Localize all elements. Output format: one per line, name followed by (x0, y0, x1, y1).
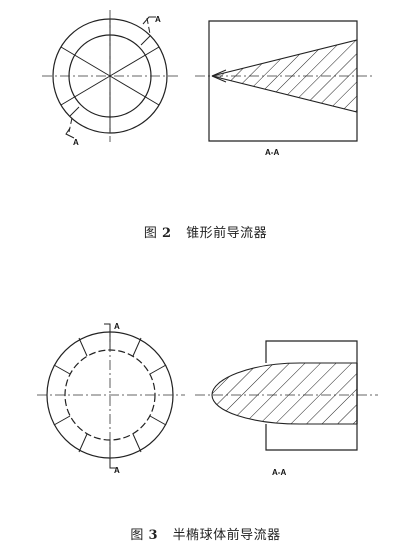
figure-2-caption-prefix: 图 (143, 226, 158, 241)
figure-2-drawing: A A A-A (0, 0, 411, 157)
fig3-ellipsoid-hatched (212, 363, 357, 424)
figure-2-caption-title: 锥形前导流器 (186, 226, 268, 241)
fig3-section-line (104, 324, 116, 468)
fig2-cone-tip (212, 70, 226, 82)
fig3-section-mark-top: A (114, 322, 120, 331)
figure-3-caption-number: 3 (148, 528, 159, 543)
fig2-cone-hatched (212, 40, 357, 112)
fig2-section-mark-top: A (155, 15, 161, 24)
figure-3-caption-title: 半椭球体前导流器 (172, 528, 281, 543)
fig2-section-view (209, 21, 357, 141)
fig2-section-line (66, 17, 156, 138)
fig3-section-label: A-A (272, 468, 286, 477)
figure-2-caption: 图 2 锥形前导流器 (0, 222, 411, 241)
fig2-ring-ticks (70, 36, 150, 116)
fig2-section-mark-bottom: A (73, 138, 79, 147)
fig3-section-view (212, 341, 357, 450)
figure-2-caption-number: 2 (161, 226, 172, 241)
fig2-section-label: A-A (265, 148, 279, 157)
figure-3-caption-prefix: 图 (130, 528, 144, 543)
figure-3-drawing: A A A-A (0, 322, 411, 477)
fig3-section-mark-bottom: A (114, 466, 120, 475)
figure-3-caption: 图 3 半椭球体前导流器 (0, 524, 411, 543)
